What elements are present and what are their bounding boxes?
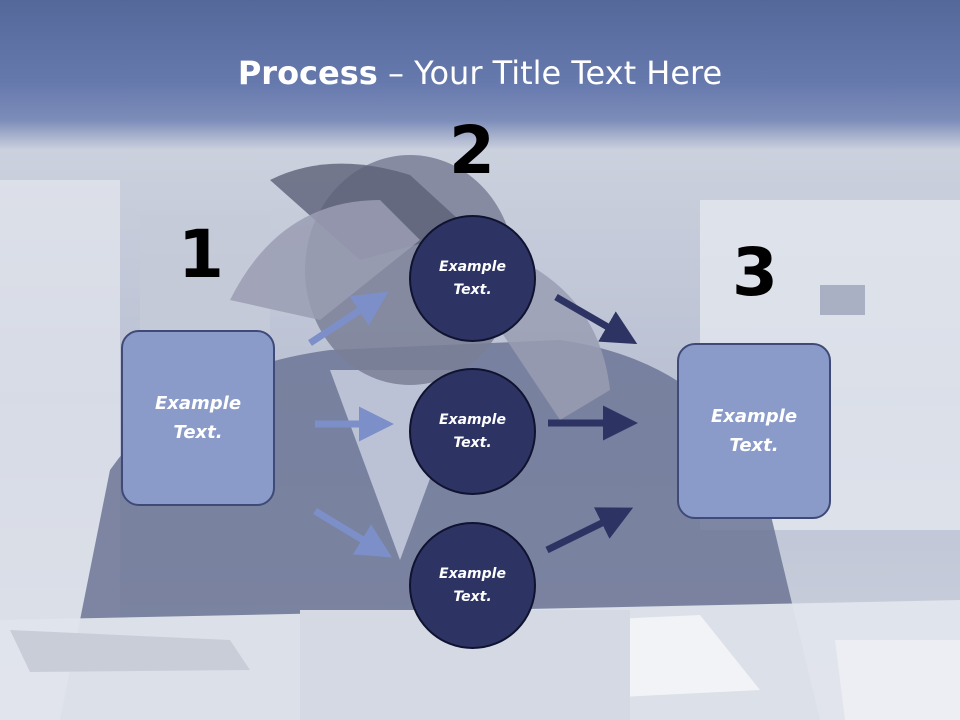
- arrow-box1-to-bottom: [313, 508, 392, 558]
- title-bold: Process: [237, 54, 378, 92]
- box-step-1: Example Text.: [121, 330, 275, 506]
- step-number-3: 3: [732, 234, 778, 311]
- step-number-2: 2: [449, 112, 495, 189]
- circle-middle: Example Text.: [409, 368, 536, 495]
- title-band: [0, 0, 960, 150]
- slide-title: Process – Your Title Text Here: [0, 54, 960, 92]
- circle-bottom: Example Text.: [409, 522, 536, 649]
- arrow-top-to-box3: [554, 293, 638, 345]
- box-step-3: Example Text.: [677, 343, 831, 519]
- title-dash: –: [377, 54, 415, 92]
- step-number-1: 1: [178, 216, 224, 293]
- circle-top: Example Text.: [409, 215, 536, 342]
- arrow-box1-to-top: [308, 291, 389, 346]
- arrow-bottom-to-box3: [545, 507, 634, 554]
- title-rest: Your Title Text Here: [414, 54, 723, 92]
